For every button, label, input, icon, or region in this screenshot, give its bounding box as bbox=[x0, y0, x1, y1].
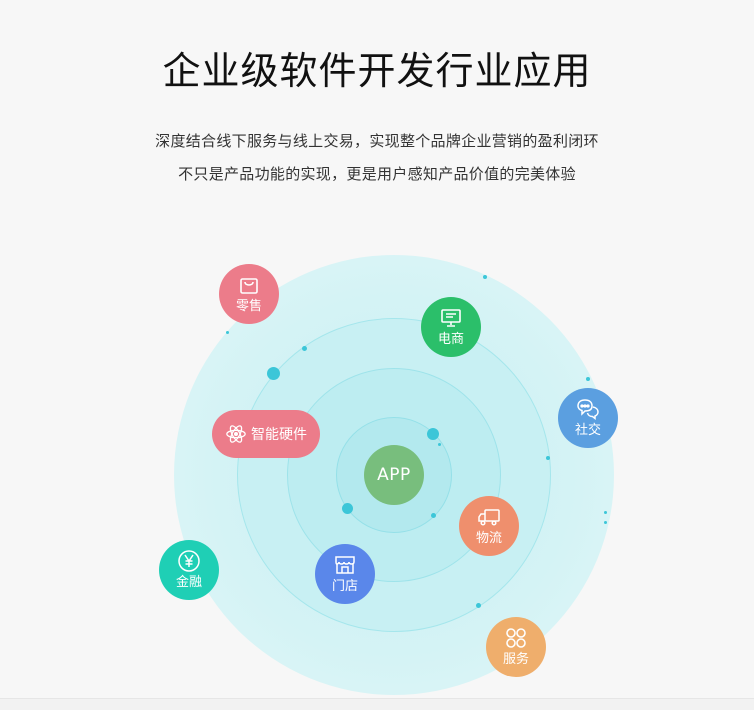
node-label: 物流 bbox=[475, 531, 502, 546]
truck-icon bbox=[478, 509, 500, 526]
node-store[interactable]: 门店 bbox=[315, 544, 375, 604]
node-retail[interactable]: 零售 bbox=[219, 264, 279, 324]
orbit-dot bbox=[546, 456, 550, 460]
node-label: 零售 bbox=[235, 299, 262, 314]
node-smart-hardware[interactable]: 智能硬件 bbox=[212, 410, 320, 458]
app-center: APP bbox=[364, 445, 424, 505]
chat-bubbles-icon bbox=[577, 399, 599, 421]
grid-apps-icon bbox=[506, 628, 526, 648]
node-finance[interactable]: 金融 bbox=[159, 540, 219, 600]
node-label: 社交 bbox=[574, 423, 601, 438]
orbit-dot bbox=[302, 346, 307, 351]
orbit-dot bbox=[604, 511, 607, 514]
orbit-dot bbox=[431, 513, 436, 518]
node-label: 电商 bbox=[437, 332, 464, 347]
subtitle-line-2: 不只是产品功能的实现，更是用户感知产品价值的完美体验 bbox=[178, 165, 576, 183]
node-label: 门店 bbox=[331, 579, 358, 594]
orbit-dot bbox=[427, 428, 439, 440]
orbit-dot bbox=[438, 443, 441, 446]
atom-icon bbox=[226, 425, 246, 443]
node-service[interactable]: 服务 bbox=[486, 617, 546, 677]
storefront-icon bbox=[335, 556, 355, 574]
orbit-dot bbox=[483, 275, 487, 279]
orbit-dot bbox=[226, 331, 229, 334]
node-label: 服务 bbox=[502, 652, 529, 667]
subtitle-line-1: 深度结合线下服务与线上交易，实现整个品牌企业营销的盈利闭环 bbox=[155, 132, 599, 150]
node-label: 智能硬件 bbox=[251, 427, 307, 443]
orbit-dot bbox=[476, 603, 481, 608]
node-social[interactable]: 社交 bbox=[558, 388, 618, 448]
yen-icon bbox=[178, 550, 200, 572]
monitor-icon bbox=[441, 309, 461, 327]
shopping-bag-icon bbox=[240, 278, 258, 294]
orbit-dot bbox=[267, 367, 280, 380]
orbit-dot bbox=[342, 503, 353, 514]
section-divider bbox=[0, 698, 754, 710]
node-logistics[interactable]: 物流 bbox=[459, 496, 519, 556]
page-title: 企业级软件开发行业应用 bbox=[162, 49, 592, 93]
orbit-dot bbox=[604, 521, 607, 524]
node-ecommerce[interactable]: 电商 bbox=[421, 297, 481, 357]
orbit-dot bbox=[586, 377, 590, 381]
node-label: 金融 bbox=[175, 575, 202, 590]
